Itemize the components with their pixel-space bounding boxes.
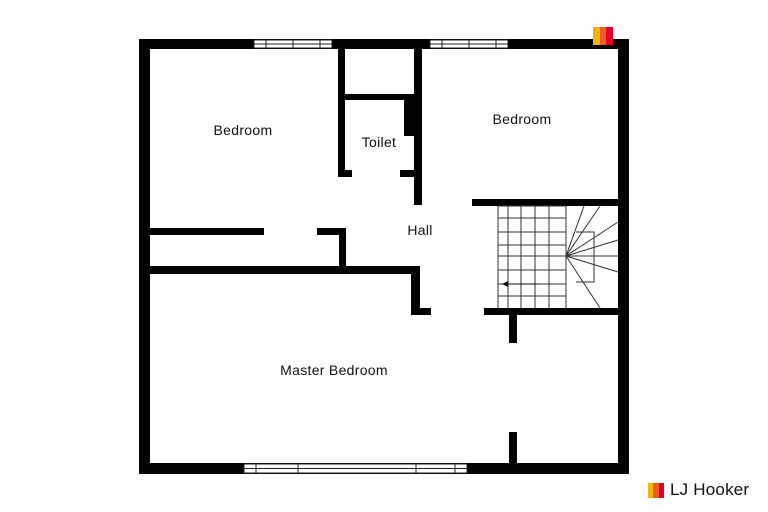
brand-color-stripe — [653, 482, 659, 498]
wall-bedroom-left-east — [338, 49, 345, 177]
brand-logo: LJ Hooker — [648, 479, 749, 501]
right-wall — [618, 39, 629, 474]
room-label-hall: Hall — [407, 222, 432, 238]
wall-closet-top-a — [150, 228, 264, 235]
wall-right-room-west-top — [509, 315, 517, 343]
interior-walls — [150, 49, 618, 463]
windows — [243, 39, 509, 474]
staircase — [497, 205, 619, 309]
room-label-bedroom-left: Bedroom — [214, 122, 273, 138]
room-label-master-bedroom: Master Bedroom — [280, 362, 388, 378]
stairs-arrow-icon — [502, 281, 540, 287]
brand-name: LJ Hooker — [670, 480, 750, 499]
window-bedroom-left — [253, 39, 333, 49]
wall-right-room-west-bottom — [509, 432, 517, 463]
window-bedroom-right — [429, 39, 509, 49]
brand-color-stripe — [658, 482, 664, 498]
wall-toilet-bottom-b — [400, 170, 422, 177]
wall-bedroom-right-bottom — [472, 199, 618, 206]
wall-toilet-east — [414, 49, 422, 205]
brand-corner-mark-icon — [593, 27, 614, 45]
wall-toilet-bottom-a — [338, 170, 352, 177]
wall-hall-jog — [411, 266, 420, 315]
wall-master-top — [150, 266, 420, 274]
top-wall — [139, 39, 629, 49]
room-label-bedroom-right: Bedroom — [493, 111, 552, 127]
room-label-toilet: Toilet — [362, 134, 396, 150]
window-master — [243, 463, 468, 474]
wall-hall-bottom-b — [484, 308, 618, 315]
brand-color-stripe — [599, 27, 607, 45]
brand-color-stripe — [648, 482, 654, 498]
wall-closet-top-b — [317, 228, 345, 235]
brand-color-stripe — [593, 27, 600, 45]
brand-logo-icon — [648, 482, 664, 498]
left-wall — [139, 39, 150, 474]
brand-color-stripe — [606, 27, 614, 45]
wall-hall-bottom-a — [411, 308, 431, 315]
wall-closet-east — [339, 228, 346, 270]
wall-toilet-top — [345, 94, 415, 100]
